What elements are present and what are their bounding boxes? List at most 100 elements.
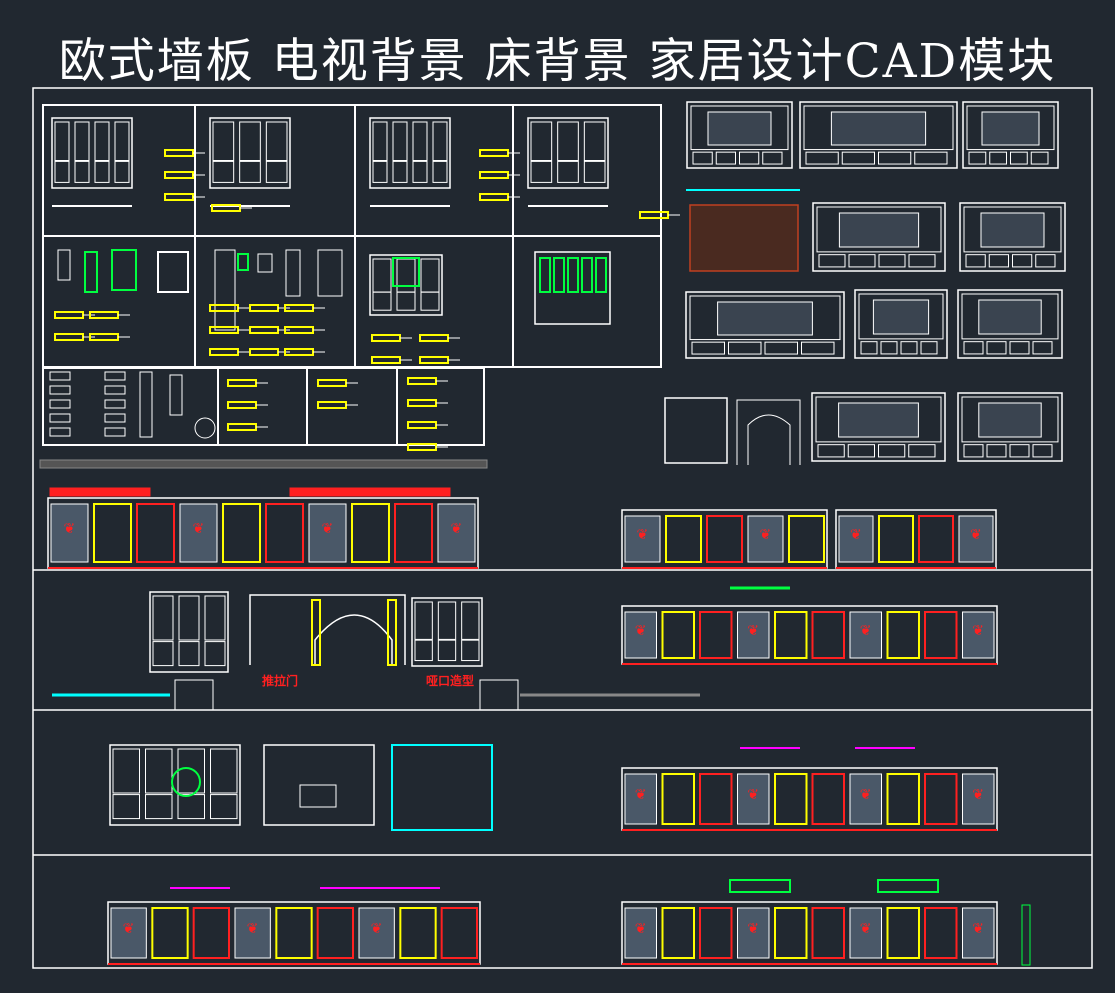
lower-panel (437, 639, 457, 662)
base-panel (988, 254, 1009, 268)
door-panel (886, 773, 920, 825)
base-panel (1010, 151, 1028, 165)
dimension-tag (371, 334, 401, 342)
cabinet-elevation (411, 597, 483, 667)
lower-panel (432, 160, 448, 183)
ornament-icon: ❦ (635, 623, 647, 639)
tufted-panel (981, 111, 1040, 146)
upper-panel (530, 121, 553, 161)
upper-panel (94, 121, 110, 161)
lower-panel (54, 160, 70, 183)
base-panel (1035, 254, 1056, 268)
door-panel (661, 611, 695, 659)
column (311, 599, 321, 666)
dimension-tag (164, 149, 194, 157)
base-panel (878, 151, 912, 165)
ornament-icon: ❦ (637, 527, 649, 543)
door-panel (275, 907, 313, 959)
upper-frame (689, 295, 841, 341)
circle-detail (194, 417, 216, 439)
window-panel (918, 515, 954, 563)
icon-detail (49, 371, 71, 381)
wall-panel-elevation (534, 251, 611, 325)
sheet-frame (32, 87, 1093, 969)
wall-elevation (812, 202, 946, 272)
upper-panel (212, 121, 235, 161)
upper-panel (74, 121, 90, 161)
base-panel (728, 341, 762, 355)
ornament-icon: ❦ (970, 527, 982, 543)
base-panel (848, 254, 876, 268)
door-panel (222, 503, 261, 563)
upper-panel (210, 748, 238, 794)
dimension-tag (407, 377, 437, 385)
lower-panel (74, 160, 90, 183)
base-panel (1009, 341, 1030, 355)
dimension-tag (249, 326, 279, 334)
dimension-tag (164, 171, 194, 179)
upper-panel (54, 121, 70, 161)
column (387, 599, 397, 666)
tufted-panel (978, 402, 1042, 438)
living-wall-elevation (621, 605, 998, 665)
wall-elevation (107, 901, 481, 965)
carved-wall-panel (358, 907, 395, 959)
lower-panel (177, 794, 205, 820)
base-panel (818, 254, 846, 268)
dimension-tag (54, 311, 84, 319)
wall-panel-elevation (527, 117, 609, 189)
dimension-tag (209, 304, 239, 312)
ornament-icon: ❦ (972, 787, 984, 803)
upper-frame (961, 293, 1059, 340)
icon-detail (104, 385, 126, 395)
icon-detail (49, 427, 71, 437)
tufted-panel (838, 212, 920, 248)
lower-panel (112, 794, 140, 820)
ornament-icon: ❦ (123, 921, 135, 937)
carved-wall-panel (962, 611, 995, 659)
tufted-panel (717, 301, 813, 336)
door-panel (665, 515, 702, 563)
lower-panel (239, 160, 261, 183)
red-cornice (49, 487, 151, 497)
door-panel (886, 611, 920, 659)
door-panel (151, 907, 189, 959)
ornament-icon: ❦ (747, 787, 759, 803)
detail-grid-small (42, 367, 485, 446)
base-panel (878, 254, 906, 268)
upper-panel (152, 595, 174, 641)
carved-wall-panel (308, 503, 347, 563)
plan-detail (479, 679, 519, 711)
sliding-door-label: 推拉门 (262, 674, 299, 688)
upper-frame (815, 396, 942, 443)
upper-panel (177, 748, 205, 794)
lower-panel (414, 639, 433, 662)
carved-panel (553, 257, 565, 293)
carved-panel (539, 257, 551, 293)
dimension-tag (209, 348, 239, 356)
upper-frame (690, 105, 789, 151)
upper-panel (420, 258, 440, 293)
lower-panel (557, 160, 579, 183)
carved-wall-panel (737, 907, 770, 959)
lower-panel (212, 160, 235, 183)
ceiling-trim (877, 879, 939, 893)
dimension-tag (54, 333, 84, 341)
ornament-icon: ❦ (247, 921, 259, 937)
detail (285, 249, 301, 297)
window-panel (811, 773, 845, 825)
door-panel (661, 773, 695, 825)
lower-panel (392, 160, 408, 183)
door-panel (878, 515, 914, 563)
opening-shape-label: 哑口造型 (426, 674, 475, 688)
wall-panel-elevation (209, 117, 291, 189)
lower-panel (152, 641, 174, 667)
door-panel (93, 503, 132, 563)
lower-panel (461, 639, 480, 662)
arch-doorway (736, 399, 801, 465)
ceiling-trim (729, 879, 791, 893)
upper-frame (966, 105, 1055, 151)
icon-detail (49, 399, 71, 409)
red-cornice (289, 487, 451, 497)
door-panel (774, 611, 808, 659)
